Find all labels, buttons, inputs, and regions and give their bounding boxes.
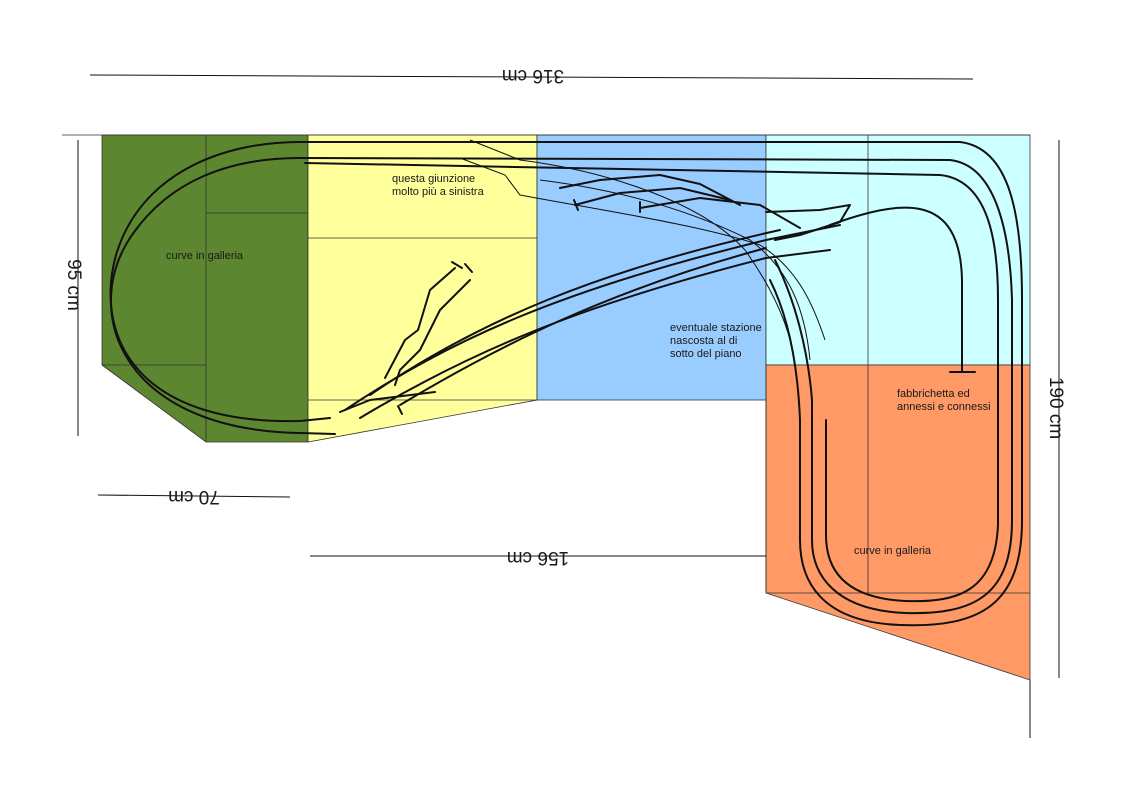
green-module [101, 134, 309, 443]
note-factory-line1: fabbrichetta ed [897, 388, 970, 400]
inner-loop-track [110, 157, 1013, 615]
annotations: curve in galleria questa giunzione molto… [166, 173, 991, 557]
station-track-1 [559, 174, 741, 206]
note-junction-line2: molto più a sinistra [392, 186, 485, 198]
track-layout [109, 139, 1023, 627]
note-orange-tunnel: curve in galleria [854, 545, 932, 557]
dimension-lines [77, 74, 1060, 738]
dim-green-width: 70 cm [168, 486, 220, 507]
note-station-line1: eventuale stazione [670, 322, 762, 334]
dim-left-height: 95 cm [63, 259, 84, 311]
buffer-yellow-3 [397, 405, 403, 415]
yellow-siding-1 [384, 267, 456, 379]
yellow-siding-3 [339, 391, 436, 413]
buffer-yellow-2 [464, 263, 473, 273]
board-subdivisions [62, 134, 1030, 594]
note-junction-line1: questa giunzione [392, 173, 475, 185]
note-station-line3: sotto del piano [670, 348, 742, 360]
dim-middle-length: 156 cm [507, 547, 569, 568]
pencil-line-2 [459, 157, 826, 341]
note-green-tunnel: curve in galleria [166, 250, 244, 262]
buffer-yellow-1 [451, 261, 463, 269]
loop-track-4 [829, 206, 963, 373]
note-factory-line2: annessi e connessi [897, 401, 991, 413]
note-station-line2: nascosta al di [670, 335, 737, 347]
pencil-line-3 [539, 179, 811, 361]
diagonal-track-3 [399, 247, 767, 406]
dimension-labels: 316 cm 95 cm 190 cm 70 cm 156 cm [63, 65, 1066, 568]
yellow-siding-2 [394, 279, 471, 386]
diagonal-track-4 [369, 229, 781, 396]
modules [101, 134, 1031, 681]
station-track-3 [639, 197, 801, 229]
loop-track-3 [304, 162, 999, 603]
junction-track [765, 204, 851, 241]
station-track-2 [574, 187, 731, 206]
dim-right-height: 190 cm [1045, 377, 1066, 439]
dim-top-width: 316 cm [502, 65, 564, 86]
